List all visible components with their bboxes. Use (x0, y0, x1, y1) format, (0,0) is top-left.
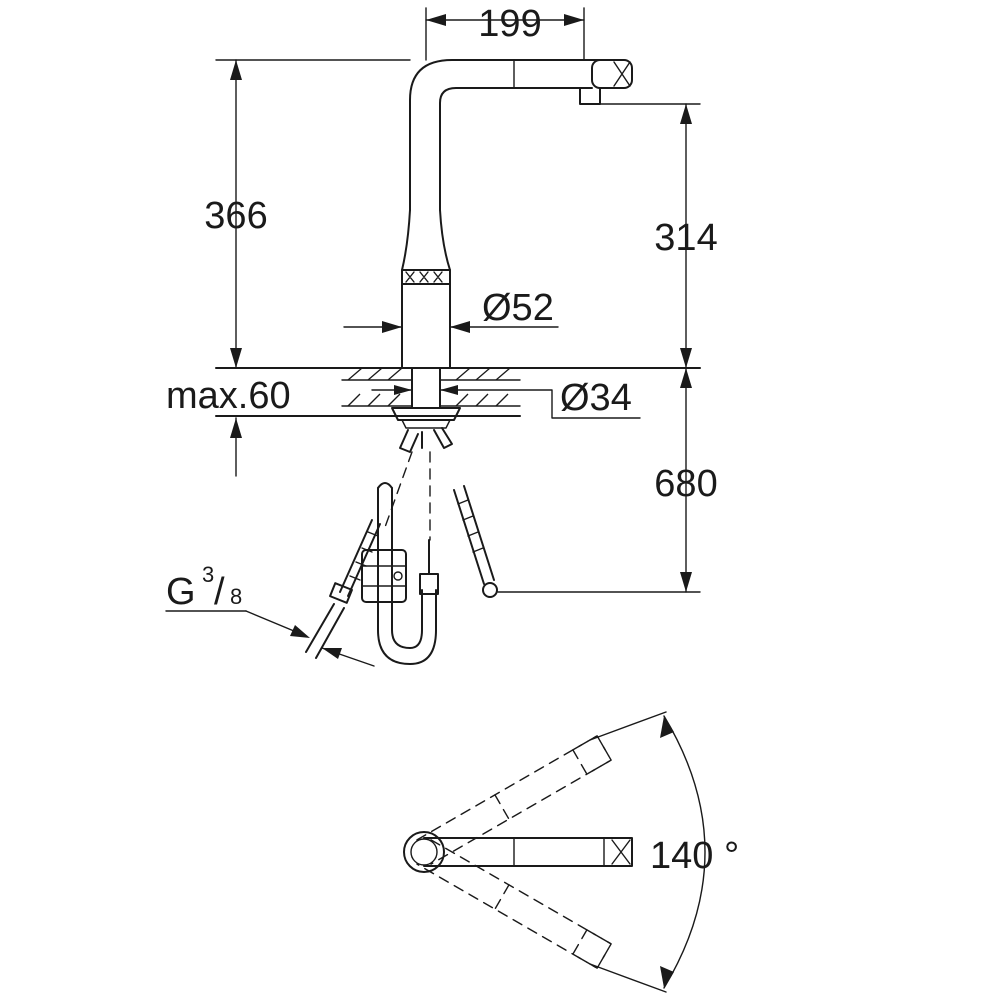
dim-connection-thread: G 3 / 8 (166, 562, 242, 613)
counter-hatching (347, 367, 511, 407)
neck-right (439, 209, 451, 271)
supply-pipe-left (305, 603, 345, 659)
faucet-top-view (403, 711, 706, 993)
top-view-body (403, 831, 445, 873)
dim-body-diameter: Ø52 (482, 287, 554, 329)
spout-head (591, 59, 633, 89)
top-view-head-knurl (611, 839, 631, 865)
supply-hose-left-ribs (349, 531, 379, 581)
dim-swivel-angle: 140 ° (650, 835, 739, 877)
spout-aerator (579, 87, 601, 105)
knurl-pattern (405, 271, 443, 283)
dim-hole-diameter: Ø34 (560, 377, 632, 419)
under-counter-assembly (305, 427, 498, 665)
angle-extension-lines (589, 711, 667, 993)
body-knurl-band (401, 269, 451, 285)
dim-spout-reach: 199 (478, 3, 541, 45)
spout-outer-edge (409, 59, 619, 211)
supply-hose-right (453, 485, 495, 585)
top-view-body-inner (410, 838, 438, 866)
mounting-washer (401, 419, 451, 429)
hose-outlet-right (433, 427, 453, 449)
pullout-hose-loop-inner (391, 487, 423, 649)
swivel-position-upper (416, 735, 612, 865)
pullout-hose-loop (377, 487, 437, 665)
swivel-position-lower (416, 839, 612, 969)
supply-fitting-left (329, 582, 353, 604)
hose-outlet-left (399, 429, 419, 453)
dim-hose-length: 680 (654, 463, 717, 505)
dim-total-height: 366 (204, 195, 267, 237)
thread-denominator: 8 (230, 584, 242, 609)
top-view-spout (423, 837, 633, 867)
angle-arrow-top (660, 716, 674, 738)
hose-weight (361, 549, 407, 603)
supply-fitting-right (482, 582, 498, 598)
mounting-shank (411, 367, 441, 409)
neck-left (401, 209, 411, 271)
thread-base: G (166, 571, 196, 613)
dimension-lines (165, 7, 701, 667)
dim-spout-outlet-height: 314 (654, 217, 717, 259)
body-cylinder (401, 283, 451, 369)
angle-arc (663, 715, 706, 989)
thread-numerator: 3 (202, 562, 214, 587)
supply-hose-right-ribs (457, 499, 484, 553)
supply-hose-left (339, 519, 381, 597)
spout-inner-edge (439, 87, 593, 211)
mounting-nut (391, 407, 461, 421)
dim-max-counter-thickness: max.60 (166, 375, 291, 417)
weight-clip (393, 571, 403, 581)
hose-top-cap (377, 482, 393, 489)
thread-slash: / (214, 571, 225, 613)
hose-dash-left (383, 451, 413, 531)
spout-head-knurl (613, 61, 631, 87)
angle-arrow-bottom (660, 966, 674, 988)
faucet-front-view (401, 59, 633, 369)
countertop-section (215, 367, 701, 429)
